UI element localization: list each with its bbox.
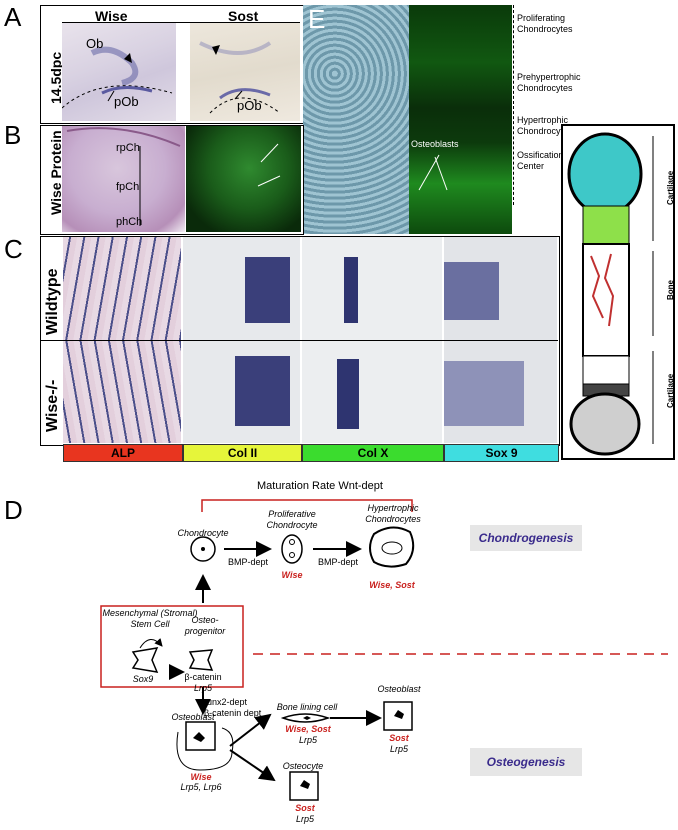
- bone-label-bone: Bone: [666, 280, 675, 300]
- header-divider: [62, 22, 300, 23]
- bone-schematic: [567, 132, 654, 456]
- panel-letter-a: A: [4, 2, 22, 32]
- micrograph-colii-ko: [183, 341, 300, 443]
- label-phch: phCh: [116, 216, 143, 228]
- colx-wt-stain: [344, 257, 358, 323]
- label-osteoblast-left: Osteoblast: [171, 712, 215, 722]
- label-bone-lining-cell: Bone lining cell: [276, 702, 338, 712]
- label-wise-proliferative: Wise: [281, 570, 303, 580]
- zone-prehypertrophic: Prehypertrophic Chondrocytes: [517, 72, 581, 93]
- label-sox9: Sox9: [132, 674, 154, 684]
- panel-letter-e: E: [308, 4, 326, 34]
- label-beta-catenin-dept: β-catenin dept: [204, 708, 262, 718]
- label-osteoprogenitor: Osteo- progenitor: [184, 615, 226, 636]
- col-header-sost: Sost: [228, 8, 259, 24]
- label-sost-osteocyte: Sost: [295, 803, 315, 813]
- label-runx2-dept: runx2-dept: [204, 697, 248, 707]
- micrograph-colx-ko: [302, 341, 442, 443]
- micrograph-sost-drawing: [199, 41, 281, 114]
- label-chondrocyte: Chondrocyte: [177, 528, 229, 538]
- label-proliferative-chondrocyte: Proliferative Chondrocyte: [266, 509, 318, 530]
- label-hypertrophic-chondrocytes: Hypertrophic Chondrocytes: [365, 503, 421, 524]
- label-osteoblasts: Osteoblasts: [411, 139, 459, 149]
- row-label-wise-ko: Wise-/-: [44, 379, 61, 432]
- colx-ko-stain: [337, 359, 359, 429]
- micrograph-wise-drawing: [62, 46, 173, 109]
- micrograph-sox9-ko: [444, 341, 557, 443]
- panel-letter-b: B: [4, 120, 22, 150]
- zone-proliferating: Proliferating Chondrocytes: [517, 13, 573, 34]
- label-bmp-dept-1: BMP-dept: [227, 557, 269, 567]
- zone-hypertrophic: Hypertrophic Chondrocytes: [517, 115, 573, 136]
- sox9-wt-stain: [444, 262, 499, 320]
- label-beta-catenin: β-catenin: [184, 672, 222, 682]
- label-lrp5-osteoblast: Lrp5: [389, 744, 408, 754]
- wise-fluorescence-drawing: [257, 143, 281, 187]
- bone-schematic-frame: [561, 124, 675, 460]
- col-header-wise: Wise: [95, 8, 128, 24]
- label-wise-sost-hypertrophic: Wise, Sost: [369, 580, 415, 590]
- label-chondrogenesis: Chondrogenesis: [470, 525, 582, 551]
- label-sost-osteoblast: Sost: [389, 733, 409, 743]
- label-rpch: rpCh: [116, 142, 140, 154]
- label-osteocyte: Osteocyte: [282, 761, 324, 771]
- label-bmp-dept-2: BMP-dept: [317, 557, 359, 567]
- diagram-lines: [100, 499, 668, 801]
- micrograph-colii-wt: [183, 237, 300, 340]
- zone-ossification: Ossification Center: [517, 150, 564, 171]
- label-pob-wise: pOb: [114, 94, 139, 109]
- marker-alp: ALP: [63, 444, 183, 462]
- micrograph-alp-wt: [63, 237, 181, 340]
- label-wise-sost-bone-lining: Wise, Sost: [285, 724, 331, 734]
- he-stain-drawing: [66, 127, 181, 226]
- micrograph-fluorescence: [409, 5, 512, 234]
- panel-letter-d: D: [4, 495, 23, 525]
- micrograph-he-stain: [62, 126, 185, 232]
- label-osteogenesis: Osteogenesis: [470, 748, 582, 776]
- micrograph-alp-ko: [63, 341, 181, 443]
- bone-label-cartilage-top: Cartilage: [666, 170, 675, 205]
- sox9-ko-stain: [444, 361, 524, 426]
- label-mesenchymal-stem-cell: Mesenchymal (Stromal) Stem Cell: [102, 608, 198, 629]
- colii-ko-stain: [235, 356, 290, 426]
- label-fpch: fpCh: [116, 181, 140, 193]
- zone-divider: [513, 5, 515, 205]
- label-lrp5-lrp6: Lrp5, Lrp6: [180, 782, 222, 792]
- label-ob: Ob: [86, 36, 104, 51]
- micrograph-colx-wt: [302, 237, 442, 340]
- label-lrp5-bone-lining: Lrp5: [298, 735, 317, 745]
- marker-col-x: Col X: [302, 444, 444, 462]
- label-osteoblast-right: Osteoblast: [377, 684, 421, 694]
- micrograph-sox9-wt: [444, 237, 557, 340]
- micrograph-wise-fluorescence: [186, 126, 301, 232]
- panel-letter-c: C: [4, 234, 23, 264]
- micrograph-phase-contrast: [303, 5, 409, 234]
- marker-col-ii: Col II: [183, 444, 302, 462]
- label-pob-sost: pOb: [237, 98, 262, 113]
- colii-wt-stain: [245, 257, 290, 323]
- label-maturation-rate: Maturation Rate Wnt-dept: [257, 480, 383, 492]
- micrograph-wise-14-5dpc: [62, 23, 176, 121]
- row-label-wildtype: Wildtype: [44, 268, 61, 335]
- fluorescence-drawing: [418, 154, 448, 191]
- label-lrp5-progenitor: Lrp5: [193, 683, 212, 693]
- micrograph-sost-14-5dpc: [190, 23, 300, 121]
- label-wise-osteoblast: Wise: [190, 772, 212, 782]
- marker-sox-9: Sox 9: [444, 444, 559, 462]
- panel-b-frame: [40, 125, 304, 235]
- label-lrp5-osteocyte: Lrp5: [295, 814, 314, 824]
- row-divider: [40, 340, 558, 341]
- bone-label-cartilage-bottom: Cartilage: [666, 373, 675, 408]
